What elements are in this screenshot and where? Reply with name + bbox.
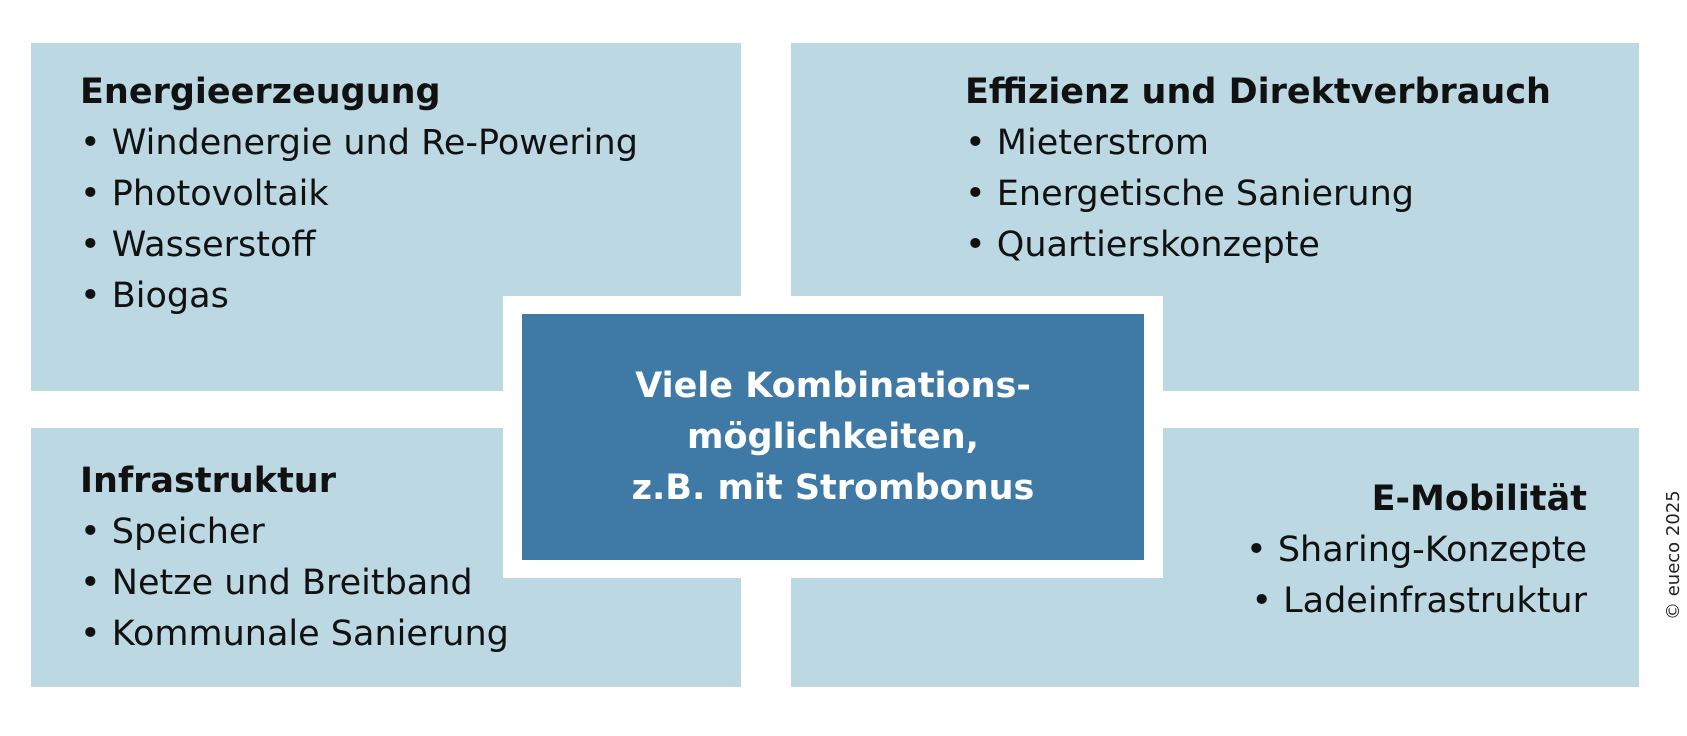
quadrant-title: Energieerzeugung [80, 72, 441, 112]
quadrant-list: Speicher Netze und Breitband Kommunale S… [80, 507, 509, 660]
list-item: Ladeinfrastruktur [1246, 576, 1587, 627]
copyright-notice: © eueco 2025 [1663, 490, 1684, 620]
quadrant-list: Windenergie und Re-Powering Photovoltaik… [80, 118, 638, 322]
list-item: Kommunale Sanierung [80, 609, 509, 660]
quadrant-infrastruktur: Infrastruktur Speicher Netze und Breitba… [80, 456, 509, 660]
list-item: Energetische Sanierung [965, 169, 1551, 220]
list-item: Quartierskonzepte [965, 220, 1551, 271]
list-item: Wasserstoff [80, 220, 638, 271]
list-item: Mieterstrom [965, 118, 1551, 169]
quadrant-title: Effizienz und Direktverbrauch [965, 72, 1551, 112]
quadrant-title: Infrastruktur [80, 461, 336, 501]
list-item: Speicher [80, 507, 509, 558]
quadrant-e-mobilitaet: E-Mobilität Sharing-Konzepte Ladeinfrast… [1246, 474, 1587, 627]
center-line: möglichkeiten, [687, 416, 979, 457]
center-line: Viele Kombinations- [635, 365, 1031, 406]
center-line: z.B. mit Strombonus [631, 467, 1035, 508]
center-box: Viele Kombinations- möglichkeiten, z.B. … [522, 314, 1144, 560]
list-item: Windenergie und Re-Powering [80, 118, 638, 169]
quadrant-title: E-Mobilität [1371, 479, 1587, 519]
list-item: Sharing-Konzepte [1246, 525, 1587, 576]
quadrant-effizienz: Effizienz und Direktverbrauch Mieterstro… [965, 67, 1551, 271]
list-item: Photovoltaik [80, 169, 638, 220]
list-item: Netze und Breitband [80, 558, 509, 609]
center-text: Viele Kombinations- möglichkeiten, z.B. … [632, 361, 1035, 514]
quadrant-energieerzeugung: Energieerzeugung Windenergie und Re-Powe… [80, 67, 638, 322]
quadrant-list: Sharing-Konzepte Ladeinfrastruktur [1246, 525, 1587, 627]
quadrant-list: Mieterstrom Energetische Sanierung Quart… [965, 118, 1551, 271]
list-item: Biogas [80, 271, 638, 322]
